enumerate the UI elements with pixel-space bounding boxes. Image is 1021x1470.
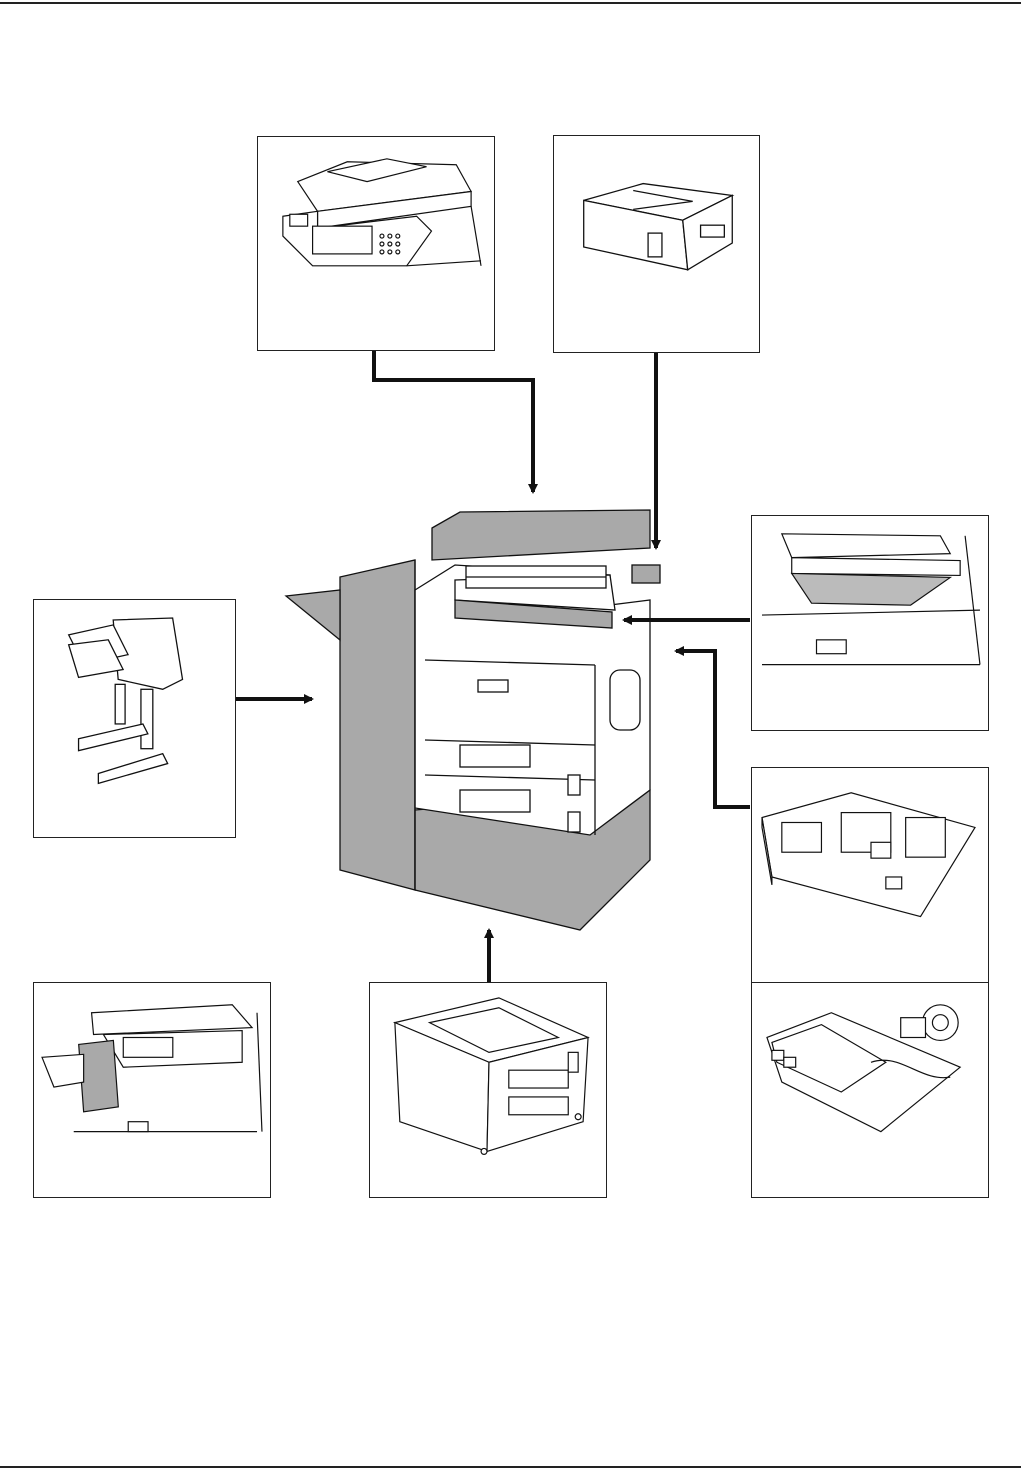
built-in-finisher-icon [41, 1004, 263, 1133]
key-counter-box [553, 135, 760, 353]
built-in-finisher-box [33, 982, 271, 1198]
document-finisher-box [33, 599, 236, 838]
job-separator-box [751, 515, 989, 731]
document-processor-icon [282, 158, 482, 267]
connector-printer-kit [674, 646, 750, 809]
key-counter-icon [583, 182, 735, 271]
connector-document-processor [372, 350, 538, 494]
printer-scanner-kit-box [751, 767, 989, 983]
top-rule [0, 2, 1021, 4]
fax-kit-box [751, 982, 989, 1198]
document-finisher-icon [67, 617, 184, 785]
printer-scanner-kit-icon [761, 792, 976, 918]
job-separator-icon [761, 533, 981, 666]
fax-kit-icon [766, 1004, 962, 1133]
document-processor-box [257, 136, 495, 351]
copier-main-unit-icon [284, 509, 661, 931]
paper-feeder-icon [392, 997, 590, 1155]
bottom-rule [0, 1466, 1021, 1468]
paper-feeder-box [369, 982, 607, 1198]
